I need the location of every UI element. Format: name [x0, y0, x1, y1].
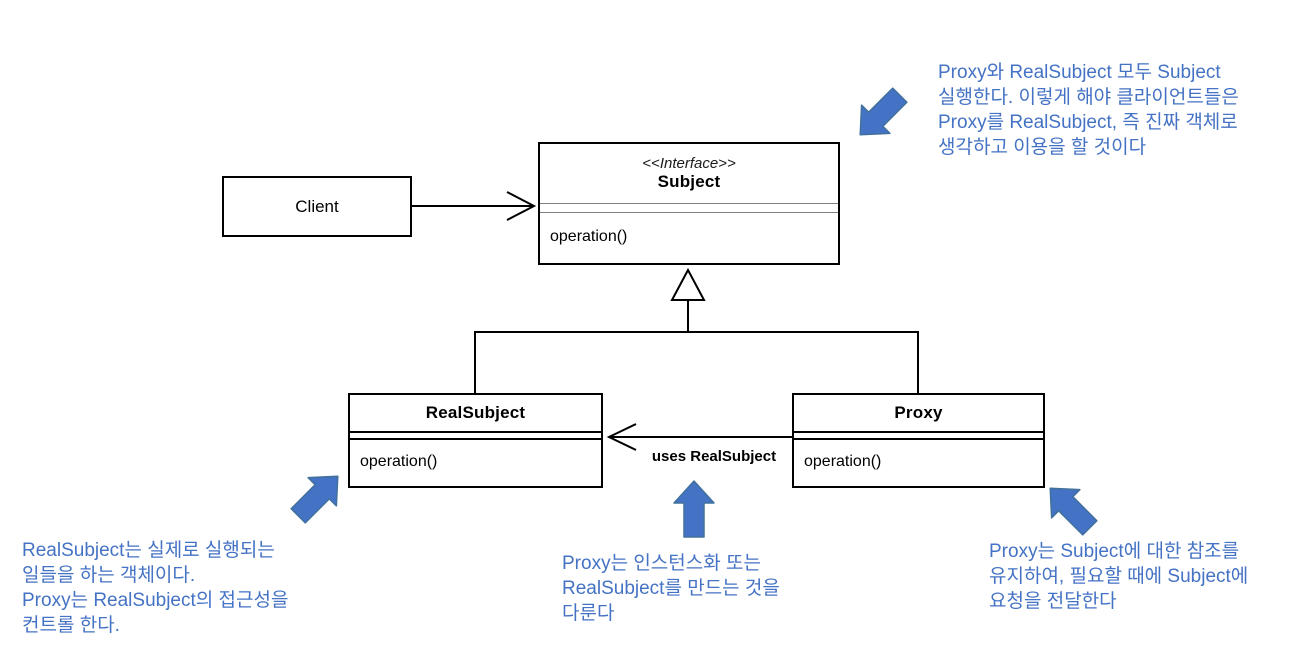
uses-association-arrow — [606, 423, 792, 451]
class-box-proxy: Proxy operation() — [792, 393, 1045, 488]
callout-arrow-top-right — [859, 87, 908, 136]
callout-arrows — [290, 87, 1098, 538]
annotation-bottom-right: Proxy는 Subject에 대한 참조를 유지하여, 필요할 때에 Subj… — [989, 539, 1248, 614]
annotation-line: Proxy와 RealSubject 모두 Subject — [938, 62, 1221, 83]
class-box-subject: <<Interface>> Subject operation() — [538, 142, 840, 265]
class-title-proxy: Proxy — [794, 395, 1043, 431]
annotation-line: Proxy를 RealSubject, 즉 진짜 객체로 — [938, 112, 1238, 133]
annotation-line: 요청을 전달한다 — [989, 591, 1117, 612]
annotation-line: 생각하고 이용을 할 것이다 — [938, 137, 1147, 158]
class-name-proxy: Proxy — [894, 403, 943, 422]
annotation-bottom-left: RealSubject는 실제로 실행되는 일들을 하는 객체이다. Proxy… — [22, 538, 288, 638]
annotation-bottom-center: Proxy는 인스턴스화 또는 RealSubject를 만드는 것을 다룬다 — [562, 551, 780, 626]
class-name-client: Client — [295, 196, 339, 216]
attributes-compartment-realsubject — [350, 431, 601, 440]
attributes-compartment-proxy — [794, 431, 1043, 440]
stereotype-label: <<Interface>> — [642, 155, 736, 172]
annotation-line: Proxy는 Subject에 대한 참조를 — [989, 541, 1240, 562]
client-association-arrow — [412, 191, 537, 221]
class-box-client: Client — [222, 176, 412, 237]
annotation-line: Proxy는 인스턴스화 또는 — [562, 553, 761, 574]
uses-edge-label: uses RealSubject — [651, 448, 777, 465]
annotation-line: 실행한다. 이렇게 해야 클라이언트들은 — [938, 87, 1239, 108]
class-name-realsubject: RealSubject — [425, 403, 526, 422]
annotation-line: 유지하여, 필요할 때에 Subject에 — [989, 566, 1249, 587]
class-name-subject: Subject — [657, 172, 721, 191]
generalization-connector — [474, 267, 919, 393]
operation-proxy: operation() — [804, 453, 882, 470]
callout-arrow-bottom-left — [290, 475, 339, 524]
annotation-top-right: Proxy와 RealSubject 모두 Subject 실행한다. 이렇게 … — [938, 60, 1239, 160]
operation-realsubject: operation() — [360, 453, 438, 470]
operation-subject: operation() — [550, 228, 628, 245]
class-title-realsubject: RealSubject — [350, 395, 601, 431]
annotation-line: 일들을 하는 객체이다. — [22, 565, 196, 586]
callout-arrow-bottom-right — [1049, 487, 1098, 536]
class-title-subject: <<Interface>> Subject — [540, 144, 838, 203]
annotation-line: RealSubject를 만드는 것을 — [562, 578, 780, 599]
class-box-realsubject: RealSubject operation() — [348, 393, 603, 488]
annotation-line: Proxy는 RealSubject의 접근성을 — [22, 590, 289, 611]
annotation-line: RealSubject는 실제로 실행되는 — [22, 540, 275, 561]
annotation-line: 다룬다 — [562, 603, 615, 624]
callout-arrow-bottom-center — [673, 480, 715, 538]
attributes-compartment-subject — [540, 203, 838, 213]
annotation-line: 컨트롤 한다. — [22, 615, 120, 636]
